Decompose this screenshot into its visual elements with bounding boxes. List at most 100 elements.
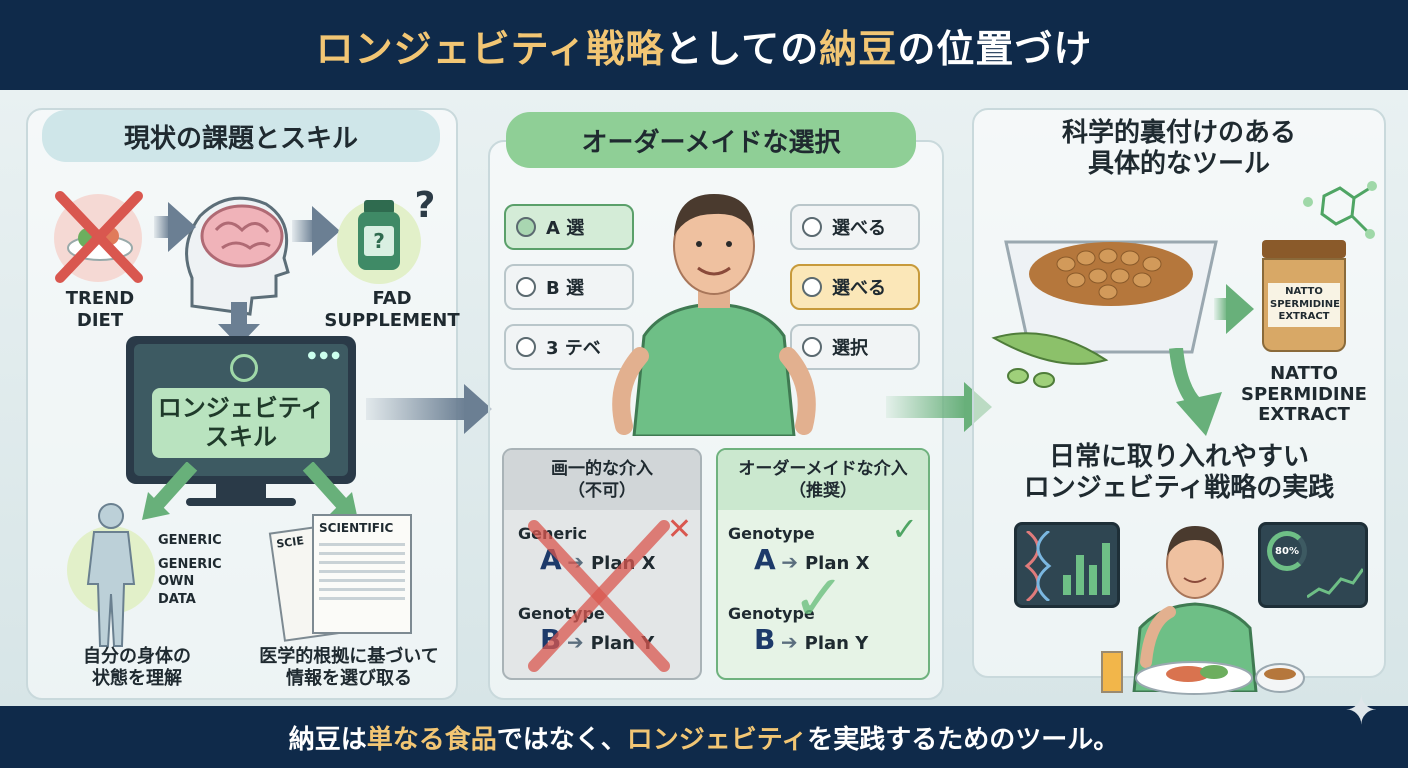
arrow-down-green-icon [1169,348,1222,436]
head-brain-icon [185,196,290,316]
option-right-1-label: 選べる [832,218,886,239]
check-circle-icon [802,217,822,237]
caption-paper: 医学的根拠に基づいて 情報を選び取る [244,646,454,689]
svg-text:?: ? [373,229,385,253]
practice-heading-1: 日常に取り入れやすい [1048,442,1309,472]
custom-row-1-letter: A [754,543,776,576]
jar-body: NATTO SPERMIDINE EXTRACT [1262,258,1346,352]
body-label-own: OWN [158,574,195,590]
arrow-middle-to-right [886,382,992,432]
arrow-to-supplement [154,202,196,252]
title-bar: ロンジェビティ戦略としての納豆の位置づけ [0,0,1408,90]
footer-part-4: ロンジェビティ [626,724,808,755]
body-label-generic: GENERIC [158,533,222,548]
generic-card-title-1: 画一的な介入 [551,459,653,479]
monitor-base [186,498,296,506]
body-label-data: DATA [158,591,196,607]
option-right-2[interactable]: 選べる [790,264,920,310]
title-part-3: としての [664,26,820,71]
trend-chart-icon [1307,568,1363,599]
option-a-label: A 選 [546,218,585,239]
arrow-down-icon [218,302,260,346]
body-labels: GENERIC GENERIC OWN DATA [158,532,222,608]
title-part-1: ロンジェビティ [315,26,587,71]
infographic-stage: 現状の課題とスキル TREND DIET ? ? FAD SUPPLEMENT … [0,90,1408,706]
option-c[interactable]: 3 テベ [504,324,634,370]
radio-icon [516,337,536,357]
gauge-screen: 80% [1258,522,1368,608]
man-figure-icon [612,194,816,436]
extract-label-1: NATTO [1270,363,1338,384]
custom-row-2-letter: B [754,623,776,656]
custom-intervention-card: オーダーメイドな介入 （推奨） Genotype A ➔ Plan X Geno… [716,448,930,680]
dna-screen [1014,522,1120,608]
custom-card-title-2: （推奨） [789,481,857,502]
radio-icon [516,277,536,297]
option-right-1[interactable]: 選べる [790,204,920,250]
bar-chart-icon [1063,543,1110,595]
sparkle-icon: ✦ [1344,688,1378,734]
dna-icon [1024,529,1052,603]
custom-row-2-plan: Plan Y [804,633,869,654]
extract-label-3: EXTRACT [1258,404,1350,426]
option-b[interactable]: B 選 [504,264,634,310]
left-heading: 現状の課題とスキル [42,110,440,162]
gauge-ring: 80% [1267,531,1307,571]
custom-card-header: オーダーメイドな介入 （推奨） [718,450,928,510]
molecule-icon [1303,181,1377,239]
title-part-2: 戦略 [586,26,665,71]
right-heading-1: 科学的裏付けのある [1061,118,1296,148]
question-mark: ? [414,185,436,226]
radio-icon [802,277,822,297]
option-c-label: 3 テベ [546,338,601,359]
arrow-right-icon: ➔ [780,630,805,654]
caption-paper-2: 情報を選び取る [286,667,412,689]
arrow-down-left-icon [142,462,198,520]
arrow-brain-to-supplement [292,206,340,256]
jar-label: NATTO SPERMIDINE EXTRACT [1268,283,1340,327]
meal-plate-icon [1101,651,1305,695]
generic-card-header: 画一的な介入 （不可） [504,450,700,510]
check-icon-top: ✓ [891,510,918,548]
custom-row-1-plan: Plan X [804,553,870,574]
footer-part-1: 納豆は [288,724,367,755]
right-heading: 科学的裏付けのある 具体的なツール [990,118,1368,180]
custom-row-1-label: Genotype [728,524,815,543]
extract-label: NATTO SPERMIDINE EXTRACT [1236,363,1372,426]
caption-paper-1: 医学的根拠に基づいて [259,646,439,667]
custom-row-2: Genotype B ➔ Plan Y [728,604,868,656]
gauge-value: 80% [1275,545,1299,557]
body-silhouette-icon [67,503,155,647]
monitor-stand [216,484,266,500]
monitor-label-2: スキル [205,423,277,451]
generic-card-title-2: （不可） [568,481,636,502]
caption-body-2: 状態を理解 [92,667,182,689]
left-heading-text: 現状の課題とスキル [123,123,358,154]
jar-lid [1262,240,1346,258]
arrow-right-icon: ➔ [781,550,805,574]
footer-part-5: を実践するためのツール。 [807,724,1120,755]
custom-card-title-1: オーダーメイドな介入 [738,459,908,479]
custom-row-2-label: Genotype [728,604,815,623]
option-right-3[interactable]: 選択 [790,324,920,370]
footer-message: 納豆は単なる食品ではなく、ロンジェビティを実践するためのツール。 [289,719,1120,756]
paper-lines [319,543,405,603]
right-heading-2: 具体的なツール [1087,149,1270,180]
custom-row-1: Genotype A ➔ Plan X [728,524,869,576]
monitor-label-box: ロンジェビティ スキル [152,388,330,458]
option-right-3-label: 選択 [832,338,868,359]
natto-tray-icon [1004,240,1218,354]
radio-icon [802,337,822,357]
option-b-label: B 選 [546,278,584,299]
radio-icon [516,217,536,237]
arrow-down-right-icon [302,462,358,520]
paper-front: SCIENTIFIC [312,514,412,634]
extract-jar: NATTO SPERMIDINE EXTRACT [1262,240,1346,352]
footer-part-2: 単なる食品 [366,724,497,755]
monitor-label-1: ロンジェビティ [157,394,325,423]
check-icon-big: ✓ [792,562,846,636]
paper-front-title: SCIENTIFIC [319,521,394,535]
footer-bar: 納豆は単なる食品ではなく、ロンジェビティを実践するためのツール。 [0,706,1408,768]
supplement-bottle-icon: ? [337,200,421,284]
option-a[interactable]: A 選 [504,204,634,250]
